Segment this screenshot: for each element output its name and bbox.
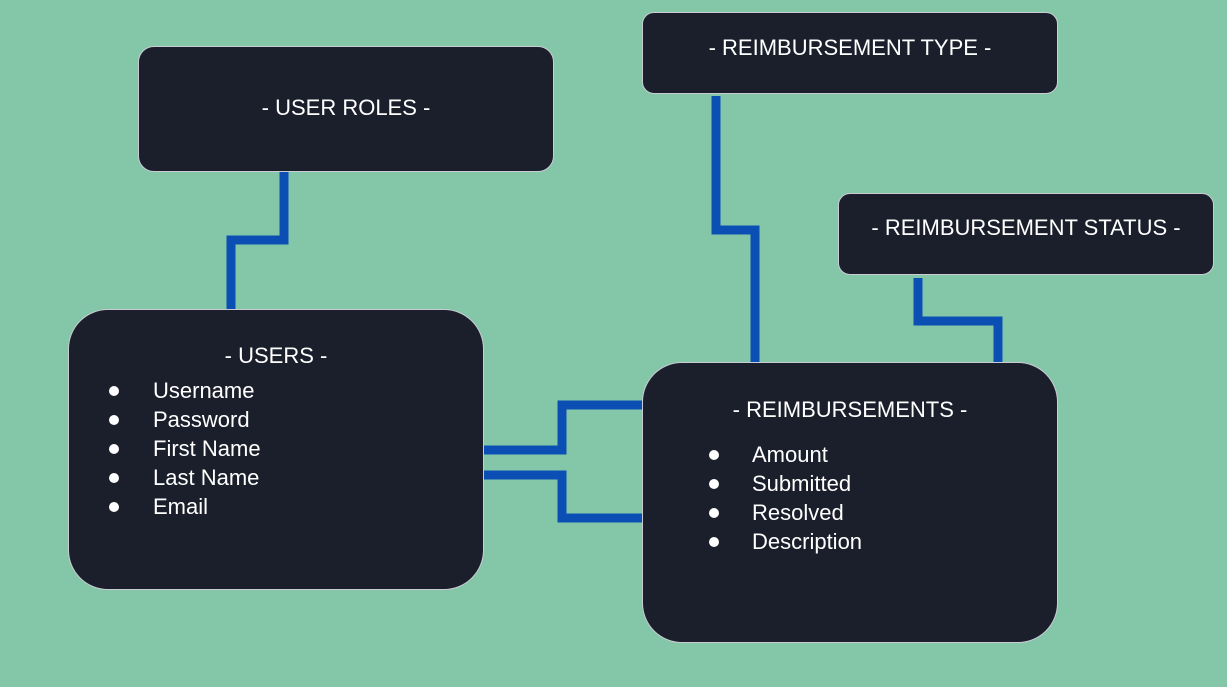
connector-users-reimbursements-lower <box>484 470 642 523</box>
field-label: Username <box>153 378 255 403</box>
bullet-icon <box>709 537 719 547</box>
field-label: Email <box>153 494 209 519</box>
list-item: Submitted <box>643 469 862 498</box>
bullet-icon <box>109 415 119 425</box>
list-item: Username <box>69 376 261 405</box>
reimbursements-entity: - REIMBURSEMENTS - Amount Submitted Reso… <box>642 362 1058 643</box>
list-item: Password <box>69 405 261 434</box>
list-item: Description <box>643 527 862 556</box>
bullet-icon <box>109 386 119 396</box>
list-item: Resolved <box>643 498 862 527</box>
users-field-list: Username Password First Name Last Name E… <box>69 376 261 521</box>
field-label: Last Name <box>153 465 260 490</box>
field-label: First Name <box>153 436 261 461</box>
field-label: Resolved <box>752 500 844 525</box>
bullet-icon <box>109 444 119 454</box>
bullet-icon <box>109 473 119 483</box>
field-label: Amount <box>752 442 828 467</box>
connector-reimbursement-status-reimbursements <box>913 278 1003 362</box>
reimbursements-title: - REIMBURSEMENTS - <box>732 397 968 422</box>
bullet-icon <box>709 450 719 460</box>
field-label: Submitted <box>752 471 852 496</box>
list-item: Amount <box>643 440 862 469</box>
field-label: Description <box>752 529 863 554</box>
reimbursement-type-entity: - REIMBURSEMENT TYPE - <box>642 12 1058 94</box>
connector-reimbursement-type-reimbursements <box>711 96 760 362</box>
bullet-icon <box>709 479 719 489</box>
reimbursement-status-title: - REIMBURSEMENT STATUS - <box>871 215 1181 240</box>
list-item: Email <box>69 492 261 521</box>
reimbursement-type-title: - REIMBURSEMENT TYPE - <box>708 35 992 60</box>
users-entity: - USERS - Username Password First Name L… <box>68 309 484 590</box>
field-label: Password <box>153 407 250 432</box>
bullet-icon <box>109 502 119 512</box>
connector-users-reimbursements-upper <box>484 400 642 455</box>
bullet-icon <box>709 508 719 518</box>
reimbursements-field-list: Amount Submitted Resolved Description <box>643 440 862 556</box>
connector-user-roles-users <box>226 172 289 309</box>
list-item: Last Name <box>69 463 261 492</box>
reimbursement-status-entity: - REIMBURSEMENT STATUS - <box>838 193 1214 275</box>
list-item: First Name <box>69 434 261 463</box>
user-roles-title: - USER ROLES - <box>261 95 431 120</box>
user-roles-entity: - USER ROLES - <box>138 46 554 172</box>
users-title: - USERS - <box>224 343 328 368</box>
